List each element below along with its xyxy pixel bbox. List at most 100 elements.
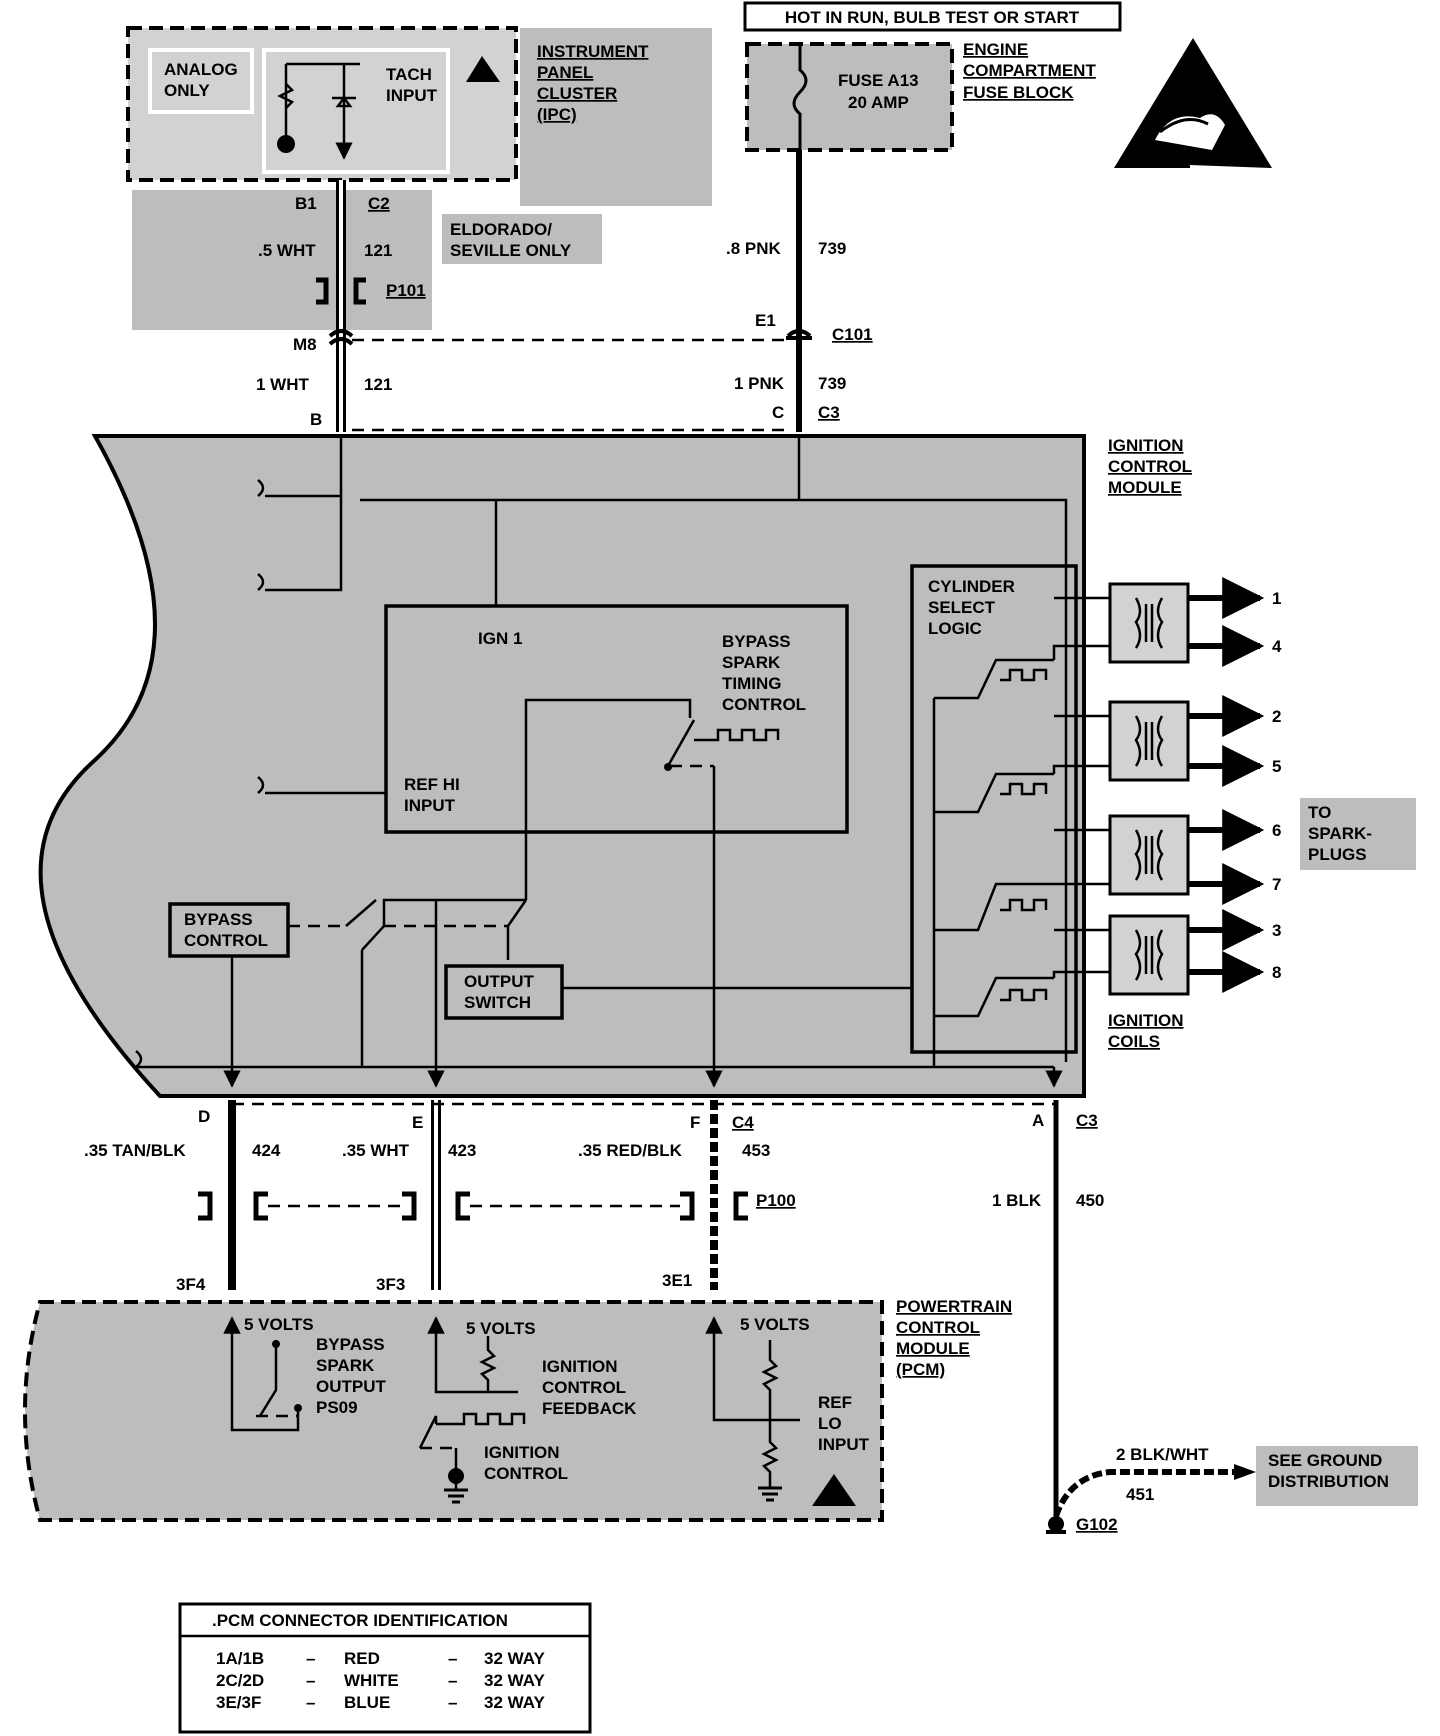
conn-g102: G102 (1076, 1515, 1118, 1534)
output-switch-block (444, 964, 564, 1020)
tach-input-box (262, 48, 450, 174)
bypass-timing-switch (524, 698, 780, 1088)
wire-label-blk: 1 BLK (992, 1191, 1042, 1210)
feedback-line3: FEEDBACK (542, 1399, 637, 1418)
spark-plugs-box (1300, 798, 1416, 870)
pcm-bypass-circuit (223, 1316, 302, 1432)
spark-out-7: 7 (1272, 875, 1281, 894)
pin-3e1: 3E1 (662, 1271, 692, 1290)
circuit-450: 450 (1076, 1191, 1104, 1210)
conn-e: E (412, 1113, 423, 1132)
svg-text:(IPC): (IPC) (537, 105, 577, 124)
output-switch-line2: SWITCH (464, 993, 531, 1012)
bypass-timing-line1: BYPASS (722, 632, 791, 651)
pin-3f3: 3F3 (376, 1275, 405, 1294)
ign1-block (384, 604, 849, 834)
icm-ign-rail (265, 436, 343, 592)
svg-text:RED: RED (344, 1649, 380, 1668)
bypass-output-line4: PS09 (316, 1398, 358, 1417)
circuit-451: 451 (1126, 1485, 1154, 1504)
svg-text:WHITE: WHITE (344, 1671, 399, 1690)
p100-connector-icon (198, 1191, 748, 1221)
pcm-volts-b: 5 VOLTS (466, 1319, 536, 1338)
conn-p101: P101 (386, 281, 426, 300)
conn-p100: P100 (756, 1191, 796, 1210)
conn-m8: M8 (293, 335, 317, 354)
output-switch-line1: OUTPUT (464, 972, 535, 991)
wire-label-pnk-fuse: .8 PNK (726, 239, 782, 258)
wire-label-redblk: .35 RED/BLK (578, 1141, 683, 1160)
analog-only-box (148, 48, 254, 114)
svg-text:BLUE: BLUE (344, 1693, 390, 1712)
spark-out-1: 1 (1272, 589, 1281, 608)
svg-text:CONTROL: CONTROL (1108, 457, 1192, 476)
svg-text:3E/3F: 3E/3F (216, 1693, 261, 1712)
table-row: 3E/3F – BLUE – 32 WAY (216, 1693, 545, 1712)
cyl-select-line1: CYLINDER (928, 577, 1015, 596)
ref-hi-line1: REF HI (404, 775, 460, 794)
hot-in-run-box (743, 1, 1122, 32)
circuit-121-a: 121 (364, 241, 392, 260)
svg-text:32 WAY: 32 WAY (484, 1671, 545, 1690)
conn-b1: B1 (295, 194, 317, 213)
svg-text:MODULE: MODULE (1108, 478, 1182, 497)
conn-c101: C101 (832, 325, 873, 344)
spark-out-8: 8 (1272, 963, 1281, 982)
table-title: .PCM CONNECTOR IDENTIFICATION (212, 1611, 508, 1630)
ref-hi-line2: INPUT (404, 796, 456, 815)
wire-label-wht-ipc: .5 WHT (258, 241, 316, 260)
fuse-block-box (745, 42, 954, 152)
circuit-423: 423 (448, 1141, 476, 1160)
analog-only-line2: ONLY (164, 81, 210, 100)
bypass-control-line2: CONTROL (184, 931, 268, 950)
spark-out-3: 3 (1272, 921, 1281, 940)
icm-body (38, 434, 1086, 1098)
see-ground-line1: SEE GROUND (1268, 1451, 1382, 1470)
fuse-rating: 20 AMP (848, 93, 909, 112)
ref-lo-line2: LO (818, 1414, 842, 1433)
ignition-coil-1-4 (1108, 582, 1190, 664)
bypass-control-block (168, 902, 290, 958)
pin-3f4: 3F4 (176, 1275, 206, 1294)
ipc-shaded-region (132, 190, 432, 330)
ipc-esd-icon (466, 56, 500, 82)
svg-text:–: – (448, 1671, 457, 1690)
conn-d: D (198, 1107, 210, 1126)
spark-out-2: 2 (1272, 707, 1281, 726)
bypass-timing-line4: CONTROL (722, 695, 806, 714)
ref-lo-line1: REF (818, 1393, 852, 1412)
spark-out-6: 6 (1272, 821, 1281, 840)
ignition-coils-line1: IGNITION (1108, 1011, 1184, 1030)
conn-c3-top: C3 (818, 403, 840, 422)
conn-a: A (1032, 1111, 1044, 1130)
table-row: 2C/2D – WHITE – 32 WAY (216, 1671, 545, 1690)
bypass-output-line2: SPARK (316, 1356, 375, 1375)
svg-text:MODULE: MODULE (896, 1339, 970, 1358)
svg-text:–: – (306, 1693, 315, 1712)
svg-text:32 WAY: 32 WAY (484, 1649, 545, 1668)
conn-f: F (690, 1113, 700, 1132)
conn-b: B (310, 410, 322, 429)
svg-text:1A/1B: 1A/1B (216, 1649, 264, 1668)
ign-control-line2: CONTROL (484, 1464, 568, 1483)
pcm-ref-lo-circuit (705, 1316, 800, 1502)
svg-text:ENGINE: ENGINE (963, 40, 1028, 59)
spark-plug-outputs (1188, 577, 1265, 993)
bypass-output-line3: OUTPUT (316, 1377, 387, 1396)
eldorado-box (442, 214, 602, 264)
svg-text:POWERTRAIN: POWERTRAIN (896, 1297, 1012, 1316)
ignition-coils-line2: COILS (1108, 1032, 1160, 1051)
wire-label-tanblk: .35 TAN/BLK (84, 1141, 186, 1160)
bypass-timing-line3: TIMING (722, 674, 782, 693)
tach-input-line2: INPUT (386, 86, 438, 105)
cyl-select-line3: LOGIC (928, 619, 982, 638)
svg-text:INSTRUMENT: INSTRUMENT (537, 42, 649, 61)
svg-text:PANEL: PANEL (537, 63, 593, 82)
svg-text:(PCM): (PCM) (896, 1360, 945, 1379)
cylinder-select-logic-block (910, 564, 1078, 1054)
spark-out-4: 4 (1272, 637, 1282, 656)
svg-text:–: – (448, 1693, 457, 1712)
ignition-coil-3-8 (1108, 914, 1190, 996)
eldorado-line2: SEVILLE ONLY (450, 241, 572, 260)
